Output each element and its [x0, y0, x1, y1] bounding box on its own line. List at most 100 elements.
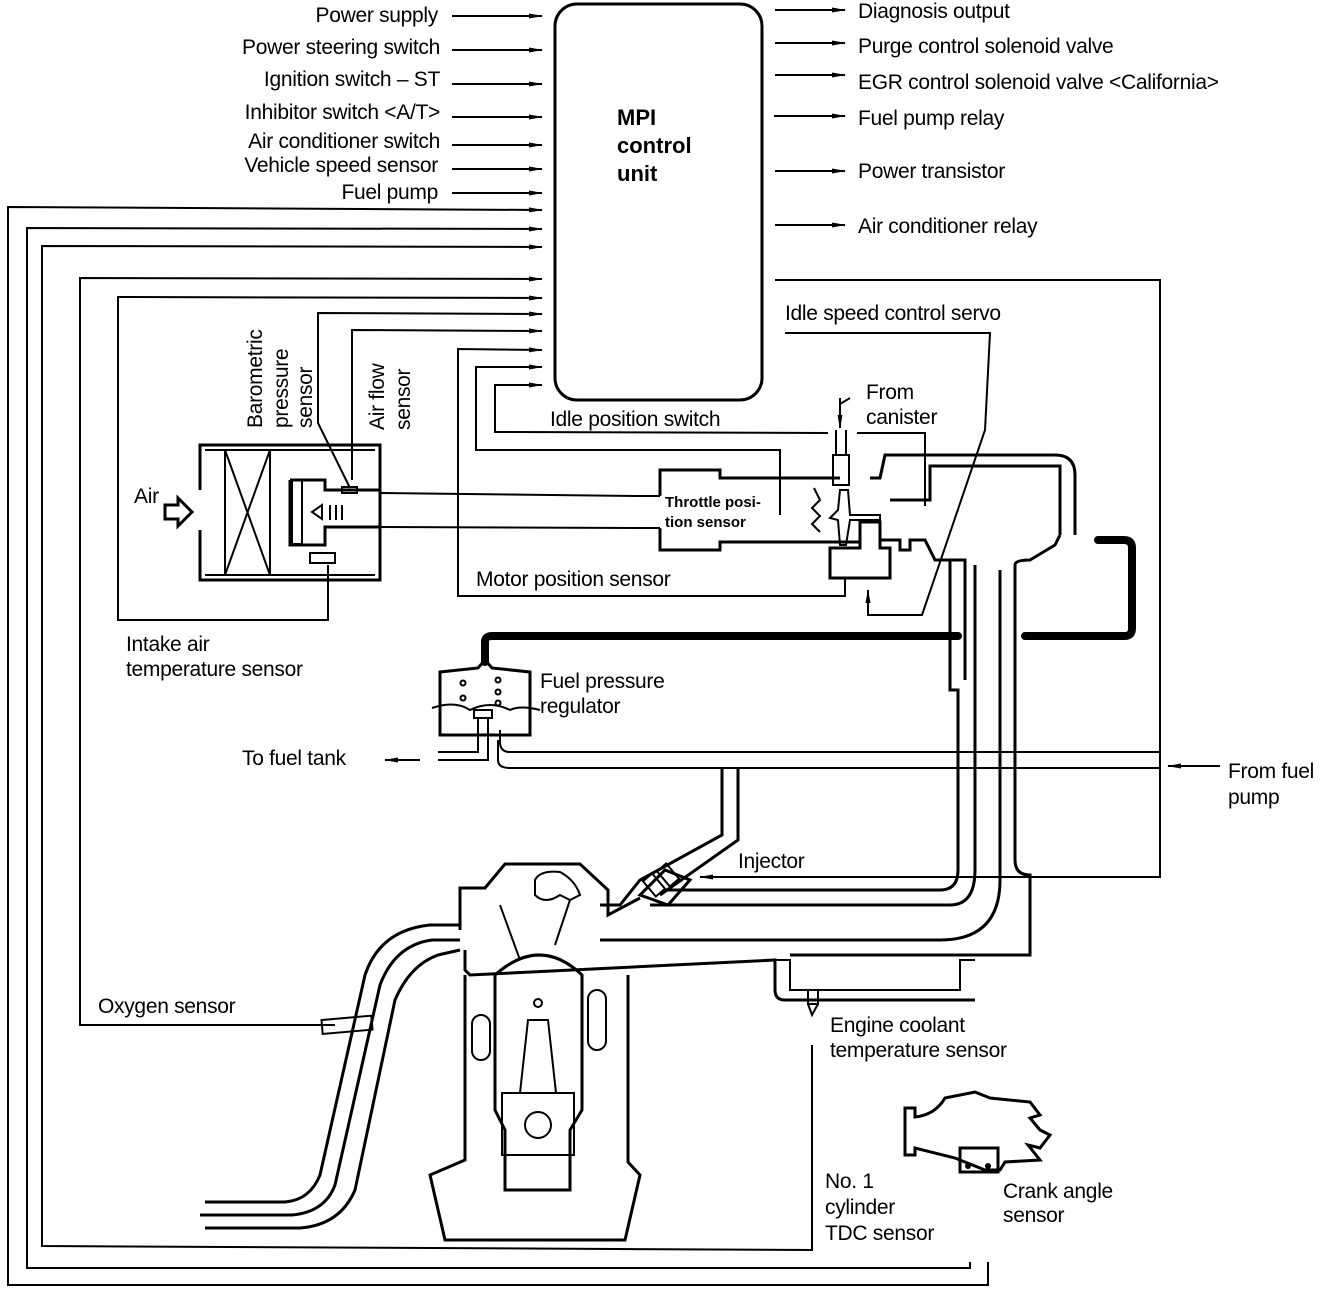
tdc-sensor-label-3: TDC sensor — [825, 1222, 934, 1245]
coolant-sensor-body — [807, 989, 819, 1005]
wire-throttle-position — [475, 364, 781, 515]
output-label: Air conditioner relay — [858, 215, 1038, 238]
wire-motor-position — [457, 347, 846, 597]
input-label: Fuel pump — [341, 181, 438, 204]
from-fuel-pump-label-2: pump — [1228, 786, 1279, 809]
output-signals: Diagnosis output Purge control solenoid … — [774, 0, 1219, 238]
fuel-pressure-regulator — [431, 657, 1160, 769]
output-label: Power transistor — [858, 160, 1005, 183]
throttle-valve-icon — [828, 489, 881, 546]
air-cleaner-housing — [198, 443, 382, 582]
input-label: Vehicle speed sensor — [244, 154, 438, 177]
throttle-position-label-2: tion sensor — [665, 514, 746, 531]
tdc-sensor-label-2: cylinder — [825, 1196, 895, 1219]
wire-tdc-sensor — [41, 244, 813, 1252]
barometric-label-1: Barometric — [244, 329, 267, 428]
air-filter-element — [224, 449, 271, 576]
wire-intake-temp — [117, 295, 543, 621]
wire-crank-angle-2 — [26, 226, 971, 1269]
to-fuel-tank-label: To fuel tank — [242, 747, 347, 770]
output-label: EGR control solenoid valve <California> — [858, 71, 1219, 94]
airflow-label-1: Air flow — [366, 362, 389, 430]
injector-assembly — [637, 862, 693, 907]
coolant-jacket-right — [587, 989, 607, 1051]
mpi-label-1: MPI — [617, 105, 656, 130]
input-label: Power supply — [316, 4, 439, 27]
wire-idle-speed-servo — [785, 332, 992, 616]
throttle-body — [658, 397, 1077, 680]
crank-angle-label-2: sensor — [1003, 1204, 1065, 1227]
crank-angle-label-1: Crank angle — [1003, 1180, 1113, 1203]
barometric-label-2: pressure — [270, 349, 293, 428]
air-label: Air — [134, 485, 159, 508]
output-label: Diagnosis output — [858, 0, 1010, 23]
coolant-sensor-label-1: Engine coolant — [830, 1014, 965, 1037]
karman-vortex-grid — [291, 479, 303, 545]
idle-position-label: Idle position switch — [550, 408, 720, 431]
barometric-sensor-element — [341, 486, 358, 494]
isc-bypass-passage — [880, 538, 967, 680]
fuel-pressure-regulator-label-2: regulator — [540, 695, 620, 718]
output-label: Fuel pump relay — [858, 107, 1005, 130]
coolant-jacket-left — [471, 1014, 491, 1061]
piston-pin — [533, 998, 543, 1008]
fuel-line-feed — [1021, 536, 1136, 640]
sensor-wires — [7, 205, 1161, 1286]
input-label: Ignition switch – ST — [264, 68, 441, 91]
airflow-label-2: sensor — [392, 368, 415, 430]
idle-speed-servo-label: Idle speed control servo — [785, 302, 1001, 325]
exhaust-manifold — [200, 923, 461, 1230]
canister-port — [832, 454, 850, 486]
intake-temp-element — [309, 552, 336, 564]
input-label: Power steering switch — [242, 36, 440, 59]
engine-block — [428, 862, 975, 1242]
air-inlet-arrow-icon — [163, 494, 195, 530]
output-label: Purge control solenoid valve — [858, 35, 1113, 58]
mpi-label-3: unit — [617, 161, 658, 186]
intake-manifold — [600, 534, 1062, 957]
intake-duct-lower — [890, 464, 1062, 535]
from-canister-label-2: canister — [866, 406, 937, 429]
fuel-line-return — [481, 632, 962, 666]
wire-airflow — [351, 328, 543, 480]
airflow-sensor-body — [288, 478, 380, 547]
from-canister-label-1: From — [866, 381, 914, 404]
tdc-sensor-label-1: No. 1 — [825, 1170, 874, 1193]
from-fuel-pump-label-1: From fuel — [1228, 760, 1314, 783]
wire-idle-position — [494, 385, 926, 506]
vortex-generator-icon — [310, 503, 323, 521]
input-label: Inhibitor switch <A/T> — [245, 101, 440, 124]
crank-pin — [524, 1111, 552, 1139]
wire-crank-angle-1 — [7, 205, 989, 1286]
isc-servo-body — [828, 520, 892, 580]
wire-injector — [699, 279, 1161, 880]
camshaft-rocker — [534, 870, 582, 902]
tps-spring-icon — [810, 487, 822, 533]
barometric-label-3: sensor — [294, 366, 317, 428]
crank-angle-sensor — [903, 1090, 1053, 1174]
wire-barometric — [317, 311, 543, 489]
filter-x — [224, 449, 271, 576]
coolant-sensor-label-2: temperature sensor — [830, 1039, 1007, 1062]
afs-signal-line — [379, 526, 641, 529]
injector-label: Injector — [738, 850, 805, 873]
water-jacket — [775, 959, 975, 991]
input-signals: Power supply Power steering switch Ignit… — [242, 4, 543, 204]
oxygen-sensor-label: Oxygen sensor — [98, 995, 236, 1018]
intake-temp-label-2: temperature sensor — [126, 658, 303, 681]
fuel-pressure-regulator-label-1: Fuel pressure — [540, 670, 665, 693]
input-label: Air conditioner switch — [248, 130, 440, 153]
mpi-control-unit-box — [553, 2, 764, 402]
connecting-rod-big-end — [501, 1092, 575, 1156]
connecting-rod — [519, 1019, 557, 1094]
motor-position-label: Motor position sensor — [476, 568, 671, 591]
wire-oxygen-sensor — [79, 276, 543, 1026]
afs-signal-line — [379, 492, 641, 497]
throttle-position-label-1: Throttle posi- — [665, 494, 761, 511]
air-cleaner-assembly — [163, 443, 382, 582]
intake-duct-upper — [870, 453, 1077, 535]
valves — [499, 899, 571, 961]
throttle-body-outline — [658, 468, 860, 552]
intake-temp-label-1: Intake air — [126, 633, 210, 656]
